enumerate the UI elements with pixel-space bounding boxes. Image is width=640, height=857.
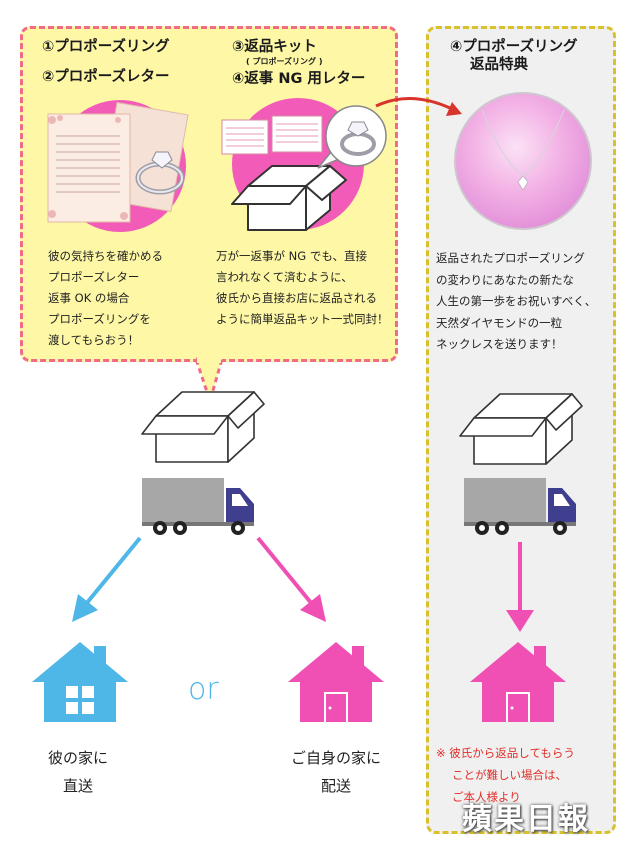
box-icon	[141, 391, 265, 463]
necklace-icon	[481, 109, 565, 191]
item3-title: ③返品キット	[232, 39, 317, 55]
truck-icon	[464, 478, 576, 535]
desc-line: プロポーズリングを	[48, 312, 151, 326]
or-label: or	[188, 672, 219, 707]
letter-ring-illustration	[47, 100, 189, 232]
bonus-arrow	[375, 96, 462, 116]
caption-his-home: 彼の家に 直送	[28, 744, 128, 800]
note-line: ことが難しい場合は、	[452, 768, 567, 782]
letter-icon	[47, 101, 189, 223]
desc-line: 彼氏から直接お店に返品される	[216, 291, 377, 305]
item3-subtitle: ( プロポーズリング )	[246, 57, 323, 66]
caption-line: ご自身の家に	[290, 749, 381, 767]
caption-line: 配送	[320, 777, 351, 795]
desc-line: 彼の気持ちを確かめる	[48, 249, 163, 263]
truck-icon	[142, 478, 254, 535]
caption-own-home: ご自身の家に 配送	[276, 744, 396, 800]
ring-icon	[135, 151, 185, 195]
desc-line: 返事 OK の場合	[48, 291, 130, 305]
necklace-illustration	[454, 92, 592, 230]
arrow-to-his-home	[72, 536, 142, 622]
document-icon	[221, 115, 323, 155]
return-note: ※ 彼氏から返品してもらう ことが難しい場合は、 ご本人様より	[436, 742, 575, 808]
arrow-down-home	[506, 542, 534, 632]
note-line: ご本人様より	[452, 790, 521, 804]
box-icon	[459, 393, 583, 465]
ring-bubble-icon	[317, 105, 387, 169]
desc-line: 天然ダイヤモンドの一粒	[436, 315, 563, 330]
bonus-description: 返品されたプロポーズリング の変わりにあなたの新たな 人生の第一歩をお祝いすべく…	[436, 248, 596, 356]
house-blue-icon	[32, 642, 128, 722]
item2-title: ②プロポーズレター	[42, 69, 170, 85]
desc-line: の変わりにあなたの新たな	[436, 272, 574, 287]
desc-line: 言われなくて済むように、	[216, 270, 353, 284]
caption-line: 彼の家に	[47, 749, 108, 767]
desc-line: ネックレスを送ります！	[436, 337, 563, 351]
kit-description: 万が一返事が NG でも、直接 言われなくて済むように、 彼氏から直接お店に返品…	[216, 246, 389, 330]
item1-title: ①プロポーズリング	[42, 39, 170, 55]
bonus-title: ④プロポーズリング	[450, 39, 578, 55]
note-line: ※ 彼氏から返品してもらう	[436, 746, 575, 760]
panel-tail	[193, 357, 224, 405]
bonus-subtitle: 返品特典	[470, 57, 528, 73]
arrow-to-own-home	[256, 536, 326, 622]
box-icon	[231, 165, 347, 231]
desc-line: 人生の第一歩をお祝いすべく、	[436, 294, 597, 308]
letter-description: 彼の気持ちを確かめる プロポーズレター 返事 OK の場合 プロポーズリングを …	[48, 246, 163, 351]
house-pink-icon	[288, 642, 384, 722]
desc-line: 渡してもらおう！	[48, 333, 140, 347]
desc-line: プロポーズレター	[48, 270, 140, 284]
desc-line: 返品されたプロポーズリング	[436, 251, 585, 265]
return-kit-illustration	[221, 98, 387, 231]
watermark-logo: 蘋果日報	[462, 802, 590, 837]
desc-line: ように簡単返品キット一式同封！	[216, 312, 389, 326]
item4-title: ④返事 NG 用レター	[232, 71, 366, 87]
house-pink-icon	[470, 642, 566, 722]
caption-line: 直送	[62, 777, 93, 795]
desc-line: 万が一返事が NG でも、直接	[216, 249, 367, 263]
